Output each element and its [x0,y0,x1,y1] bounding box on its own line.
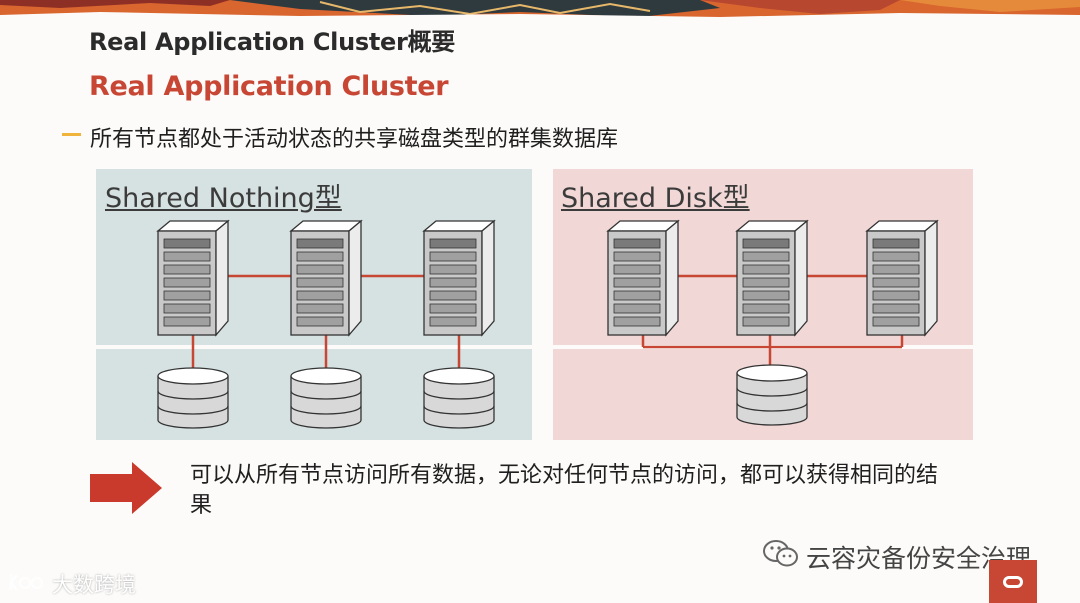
oracle-logo-icon [989,560,1037,603]
disk-icon [290,367,362,429]
disk-icon [157,367,229,429]
bullet-text: 所有节点都处于活动状态的共享磁盘类型的群集数据库 [90,127,619,152]
shared-nothing-label: Shared Nothing型 [105,183,342,214]
platform-watermark: 大数跨境 [8,569,136,599]
server-icon [157,220,229,336]
watermark-text: 大数跨境 [52,573,136,597]
disk-icon [736,364,808,426]
arrow-right-icon [90,462,162,518]
disk-icon [423,367,495,429]
server-icon [290,220,362,336]
conclusion-text: 可以从所有节点访问所有数据，无论对任何节点的访问，都可以获得相同的结果 [190,463,939,518]
platform-logo-icon [8,570,48,599]
server-icon [607,220,679,336]
page-title: Real Application Cluster概要 [89,28,455,56]
server-icon [866,220,938,336]
server-icon [736,220,808,336]
bullet-dash [62,133,81,136]
shared-disk-label: Shared Disk型 [561,183,750,214]
server-icon [423,220,495,336]
wechat-icon [762,538,800,576]
shared-disk-links [641,274,904,368]
shared-nothing-links [191,274,461,372]
panel-divider [96,345,532,349]
section-title: Real Application Cluster [89,71,449,102]
decorative-banner [0,0,1080,18]
